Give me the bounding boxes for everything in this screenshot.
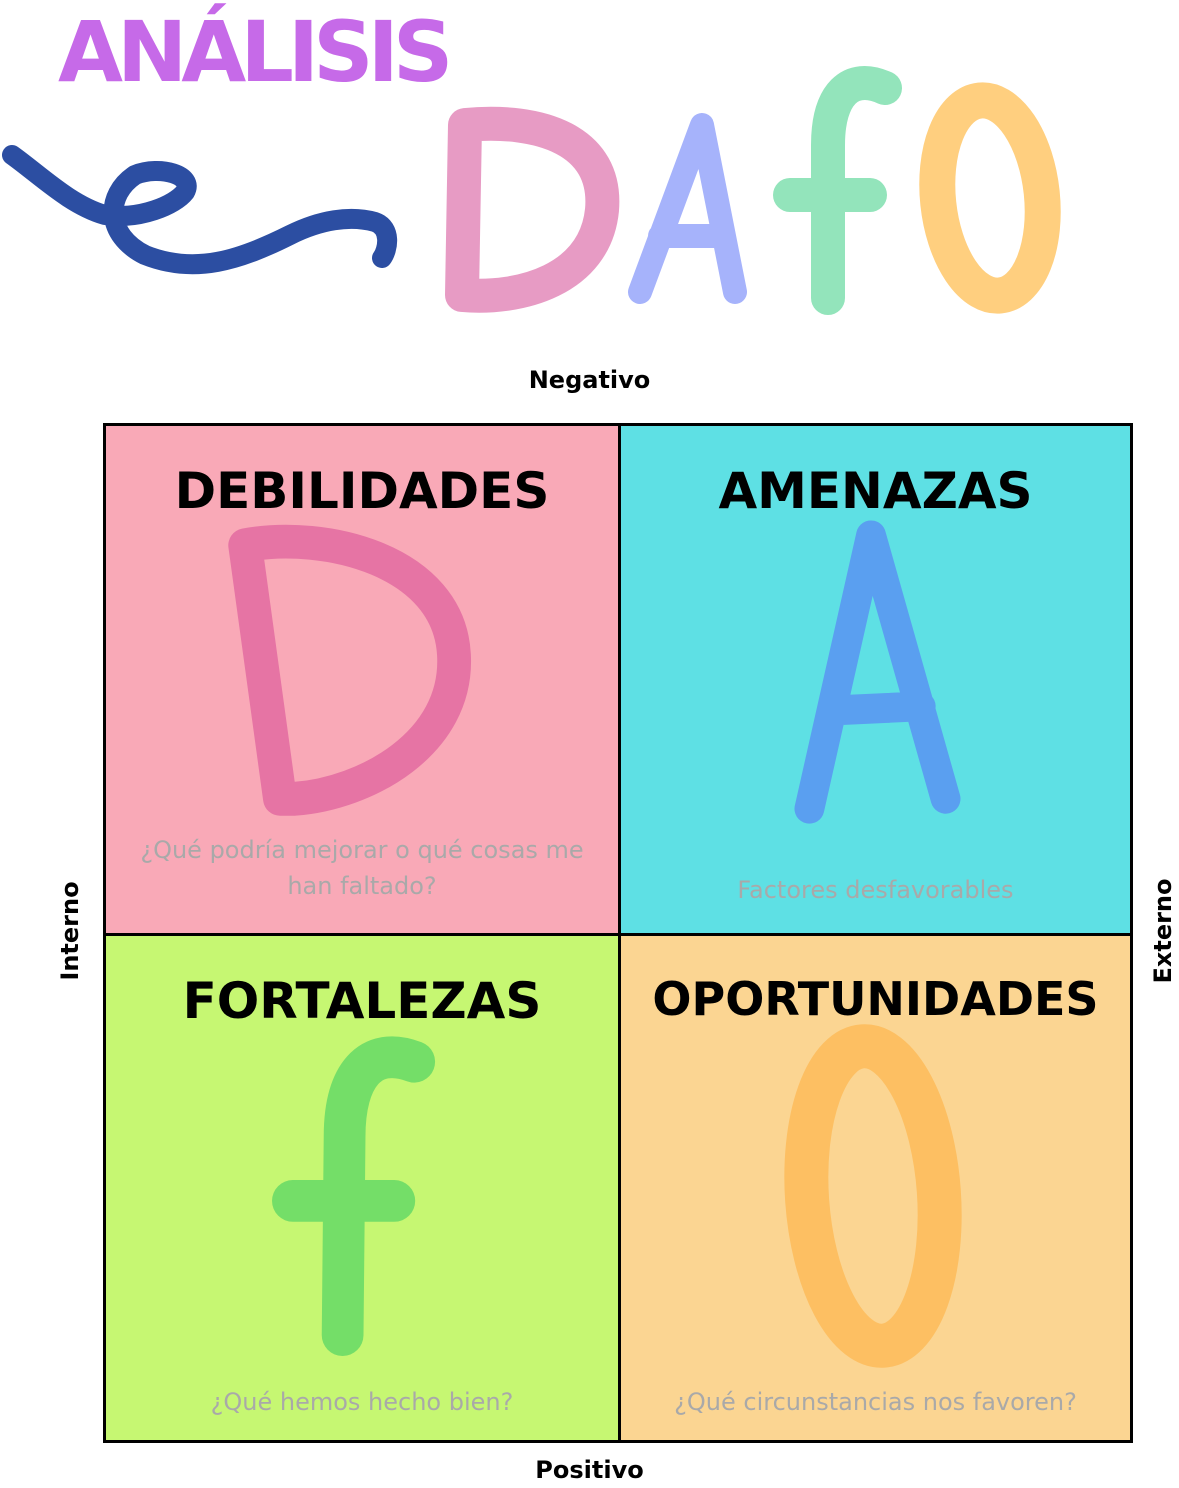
quadrant-caption: Factores desfavorables — [737, 876, 1014, 904]
quadrant-caption: ¿Qué podría mejorar o qué cosas me han f… — [140, 836, 584, 900]
squiggle-line-icon — [2, 145, 398, 275]
quadrant-amenazas: AMENAZAS Factores desfavorables — [621, 426, 1130, 936]
letter-a-icon — [628, 113, 747, 304]
letter-a-icon — [794, 520, 961, 824]
quadrant-caption: ¿Qué circunstancias nos favoren? — [674, 1388, 1077, 1416]
quadrant-title: OPORTUNIDADES — [652, 972, 1099, 1026]
quadrant-title: AMENAZAS — [718, 462, 1033, 520]
quadrant-title: FORTALEZAS — [182, 972, 542, 1030]
quadrant-caption: ¿Qué hemos hecho bien? — [210, 1388, 514, 1416]
dafo-header-art — [2, 66, 1061, 315]
quadrant-debilidades: DEBILIDADES ¿Qué podría mejorar o qué co… — [106, 426, 621, 936]
axis-label-right: Externo — [1149, 878, 1177, 984]
letter-f-icon — [272, 1036, 436, 1357]
axis-label-top: Negativo — [528, 366, 651, 394]
quadrant-oportunidades: OPORTUNIDADES ¿Qué circunstancias nos fa… — [621, 936, 1130, 1440]
letter-o-icon — [784, 1024, 962, 1368]
letter-f-icon — [773, 66, 902, 315]
quadrant-title: DEBILIDADES — [174, 462, 550, 520]
letter-d-icon — [445, 106, 620, 313]
quadrant-fortalezas: FORTALEZAS ¿Qué hemos hecho bien? — [106, 936, 621, 1440]
swot-matrix: DEBILIDADES ¿Qué podría mejorar o qué co… — [103, 423, 1133, 1443]
axis-label-bottom: Positivo — [535, 1456, 644, 1484]
axis-label-left: Interno — [56, 881, 84, 981]
letter-d-icon — [228, 524, 471, 816]
letter-o-icon — [919, 82, 1061, 314]
analysis-title: ANÁLISIS — [58, 3, 453, 101]
